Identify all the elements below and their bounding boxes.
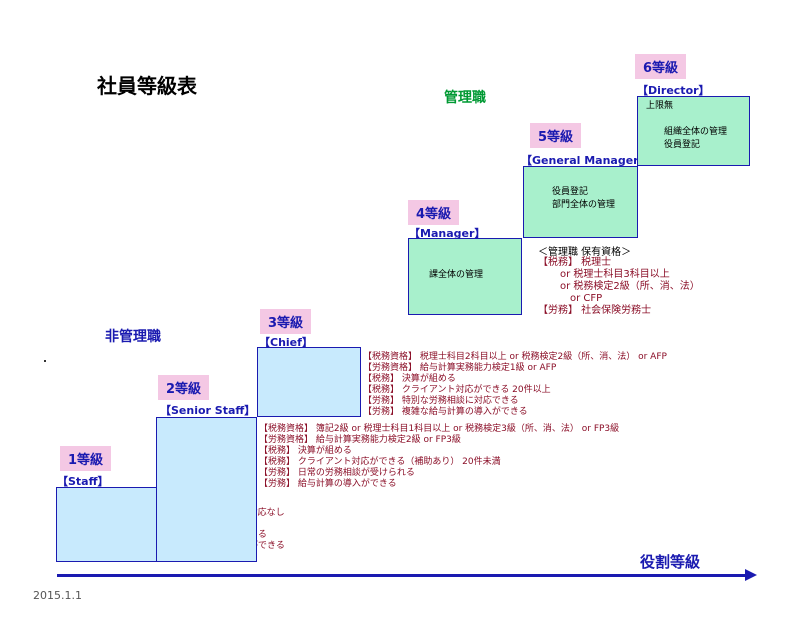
grade-3-box [257, 347, 361, 417]
grade-3-desc-line: 【労務】 特別な労務相談に対応できる [363, 396, 519, 406]
manager-qualification-line: or 税務検定2級（所、消、法） [560, 281, 700, 292]
grade-6-box-text-1: 上限無 [646, 101, 674, 111]
grade-2-role: 【Senior Staff】 [160, 404, 256, 417]
grade-4-box: 課全体の管理 [408, 238, 522, 315]
grade-5-box-text-2: 部門全体の管理 [552, 200, 616, 210]
grade-2-description: 【税務資格】 簿記2級 or 税理士科目1科目以上 or 税務検定3級（所、消、… [259, 424, 619, 490]
grade-1-label: 1等級 [60, 446, 112, 471]
grade-6-box-text-2: 組織全体の管理 [664, 127, 728, 137]
grade-5-box-text-1: 役員登記 [552, 187, 589, 197]
grade-2-desc-line: 【労務】 給与計算の導入ができる [259, 479, 397, 489]
grade-4-label: 4等級 [408, 200, 460, 225]
grade-2-label: 2等級 [158, 375, 210, 400]
grade-2-box [156, 417, 257, 562]
grade-3-desc-line: 【税務】 クライアント対応ができる 20件以上 [363, 385, 551, 395]
category-manager: 管理職 [444, 90, 486, 106]
manager-qualification-title: ＜管理職 保有資格＞ [538, 247, 632, 258]
grade-1-box [56, 487, 157, 562]
grade-2-desc-line: 【労務資格】 給与計算実務能力検定2級 or FP3級 [259, 435, 461, 445]
manager-qualification-line: 【税務】 税理士 [538, 257, 612, 268]
manager-qualification-line: or 税理士科目3科目以上 [560, 269, 670, 280]
grade-1-role: 【Staff】 [57, 475, 109, 488]
grade-2-desc-line: 【税務】 クライアント対応ができる（補助あり） 20件未満 [259, 457, 501, 467]
grade-3-description: 【税務資格】 税理士科目2科目以上 or 税務検定2級（所、消、法） or AF… [363, 352, 667, 418]
manager-qualification-line: or CFP [570, 293, 603, 304]
axis-arrow-line [57, 574, 747, 577]
grade-3-desc-line: 【税務資格】 税理士科目2科目以上 or 税務検定2級（所、消、法） or AF… [363, 352, 667, 362]
grade-5-box: 役員登記 部門全体の管理 [523, 166, 638, 238]
grade-3-desc-line: 【労務】 複雑な給与計算の導入ができる [363, 407, 528, 417]
date-stamp: 2015.1.1 [33, 589, 82, 602]
grade-4-role: 【Manager】 [409, 227, 486, 240]
grade-2-desc-line: 【税務資格】 簿記2級 or 税理士科目1科目以上 or 税務検定3級（所、消、… [259, 424, 620, 434]
grade-5-label: 5等級 [530, 123, 582, 148]
axis-label: 役割等級 [640, 553, 701, 571]
manager-qualification-line: 【労務】 社会保険労務士 [538, 305, 652, 316]
axis-arrow-head-icon [745, 569, 757, 581]
category-nonmanager: 非管理職 [105, 329, 161, 345]
grade-5-role: 【General Manager 】 [521, 154, 654, 167]
grade-6-label: 6等級 [635, 54, 687, 79]
grade-6-box: 上限無 組織全体の管理 役員登記 [637, 96, 750, 166]
stray-dot [44, 360, 46, 362]
page-title: 社員等級表 [97, 74, 197, 98]
grade-3-role: 【Chief】 [259, 336, 313, 349]
grade-3-desc-line: 【税務】 決算が組める [363, 374, 456, 384]
grade-4-box-text: 課全体の管理 [429, 270, 484, 280]
grade-2-desc-line: 【労務】 日常の労務相談が受けられる [259, 468, 415, 478]
grade-3-desc-line: 【労務資格】 給与計算実務能力検定1級 or AFP [363, 363, 557, 373]
grade-2-desc-line: 【税務】 決算が組める [259, 446, 352, 456]
grade-6-role: 【Director】 [637, 84, 710, 97]
grade-6-box-text-3: 役員登記 [664, 140, 701, 150]
grade-3-label: 3等級 [260, 309, 312, 334]
